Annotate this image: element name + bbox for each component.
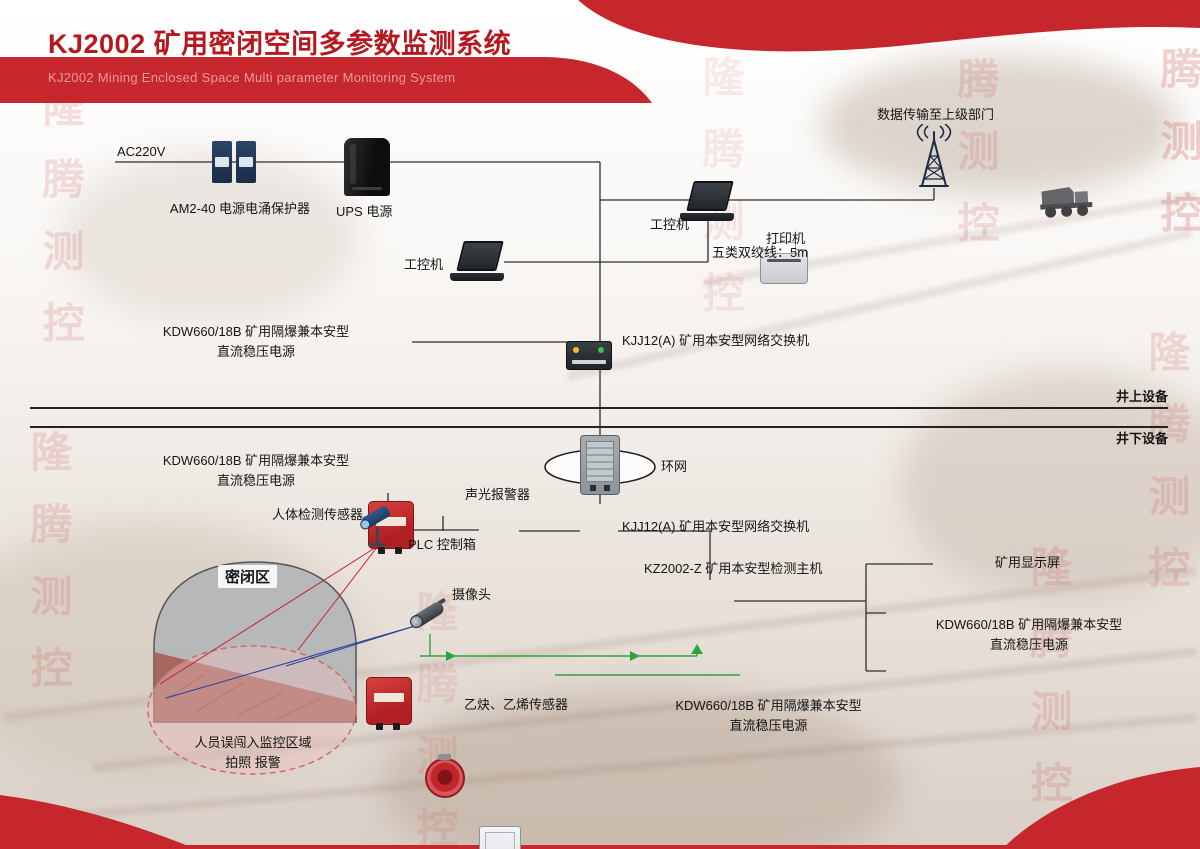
- label-sound-light-alarm: 声光报警器: [465, 487, 531, 502]
- label-monitoring-host: KZ2002-Z 矿用本安型检测主机: [644, 561, 823, 576]
- green-wires: [420, 634, 740, 676]
- bottomright-red-wedge: [1002, 767, 1200, 849]
- dc-power-supply-device: [366, 677, 412, 730]
- label-ac220v: AC220V: [117, 144, 166, 159]
- label-below-ground: 井下设备: [1115, 431, 1168, 446]
- label-above-ground: 井上设备: [1115, 389, 1168, 404]
- page-title: KJ2002 矿用密闭空间多参数监测系统: [48, 29, 512, 59]
- antenna-icon: [916, 124, 952, 187]
- ups-device: [344, 138, 390, 196]
- watermark-text: 隆腾测控: [25, 430, 72, 718]
- section-divider-lines: [30, 407, 1168, 428]
- network-switch-device: [580, 435, 620, 495]
- watermark-text: 隆腾测控: [37, 85, 84, 373]
- label-dc-power-supply: KDW660/18B 矿用隔爆兼本安型 直流稳压电源: [162, 453, 350, 488]
- photo-texture: [60, 150, 360, 320]
- label-ups: UPS 电源: [336, 204, 393, 219]
- topright-red-swoosh: [578, 0, 1200, 52]
- photo-texture: [820, 55, 1180, 195]
- watermark-text: 隆腾测控: [1143, 330, 1190, 618]
- label-camera: 摄像头: [452, 587, 492, 602]
- sound-light-alarm-device: [425, 754, 465, 798]
- label-mine-display: 矿用显示屏: [995, 555, 1061, 570]
- label-printer: 打印机: [766, 231, 806, 246]
- label-cat5-cable: 五类双绞线：5m: [712, 245, 809, 260]
- bottom-red-strip: [0, 845, 1200, 849]
- watermark-text: 隆腾测控: [1025, 545, 1072, 833]
- label-human-detection-sensor: 人体检测传感器: [272, 507, 364, 522]
- industrial-pc-device: [680, 181, 734, 222]
- label-dc-power-supply: KDW660/18B 矿用隔爆兼本安型 直流稳压电源: [675, 698, 862, 733]
- printer-device: [760, 242, 808, 284]
- label-surge-protector: AM2-40 电源电涌保护器: [169, 201, 311, 216]
- plc-control-box-device: [479, 826, 521, 849]
- label-dc-power-supply: KDW660/18B 矿用隔爆兼本安型 直流稳压电源: [162, 324, 350, 359]
- label-network-switch: KJJ12(A) 矿用本安型网络交换机: [622, 333, 810, 348]
- bottomleft-red-wedge: [0, 795, 196, 849]
- fiber-converter-device: [566, 341, 612, 370]
- label-dc-power-supply: KDW660/18B 矿用隔爆兼本安型 直流稳压电源: [935, 617, 1123, 652]
- industrial-pc-device: [450, 241, 504, 282]
- enclosed-area-slope: [154, 652, 356, 722]
- surge-protector-device: [212, 141, 256, 183]
- label-data-upload: 数据传输至上级部门: [877, 107, 995, 122]
- camera-device: [405, 597, 451, 633]
- photo-terrace: [567, 228, 1193, 381]
- label-gas-sensors: 乙炔、乙烯传感器: [464, 697, 569, 712]
- black-wires: [115, 161, 935, 672]
- green-arrows: [446, 644, 703, 661]
- label-plc-control-box: PLC 控制箱: [408, 537, 476, 552]
- label-industrial-pc: 工控机: [650, 217, 690, 232]
- truck-photo-element: [1040, 187, 1093, 218]
- human-detection-sensor-device: [356, 503, 400, 549]
- label-intrusion-zone: 人员误闯入监控区域 拍照 报警: [194, 735, 312, 770]
- label-industrial-pc: 工控机: [404, 257, 444, 272]
- label-ring-network: 环网: [661, 459, 688, 474]
- watermark-text: 隆腾测控: [1155, 0, 1200, 263]
- page-subtitle: KJ2002 Mining Enclosed Space Multi param…: [48, 70, 456, 85]
- label-network-switch: KJJ12(A) 矿用本安型网络交换机: [622, 519, 810, 534]
- label-enclosed-area: 密闭区: [218, 565, 278, 588]
